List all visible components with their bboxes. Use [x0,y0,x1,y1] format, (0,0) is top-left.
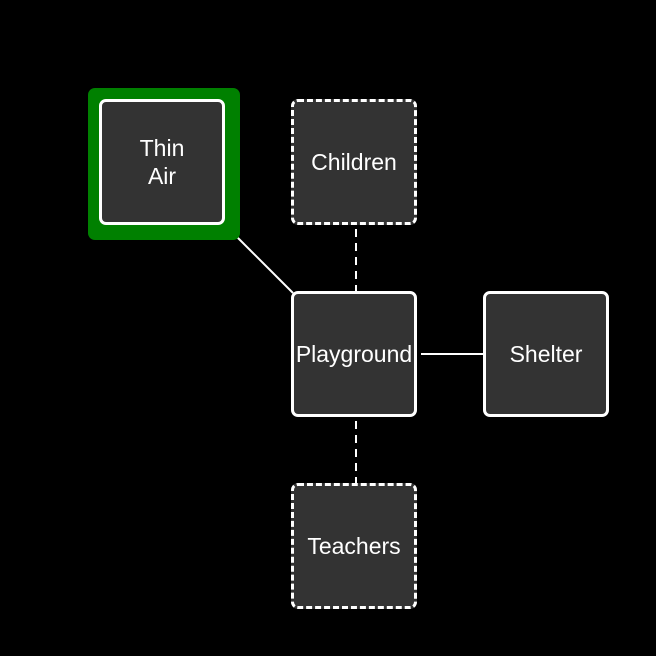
room-thin-air[interactable]: Thin Air [99,99,225,225]
room-shelter[interactable]: Shelter [483,291,609,417]
room-teachers[interactable]: Teachers [291,483,417,609]
room-playground[interactable]: Playground [291,291,417,417]
room-children[interactable]: Children [291,99,417,225]
connection-thin-air-playground [236,236,294,294]
